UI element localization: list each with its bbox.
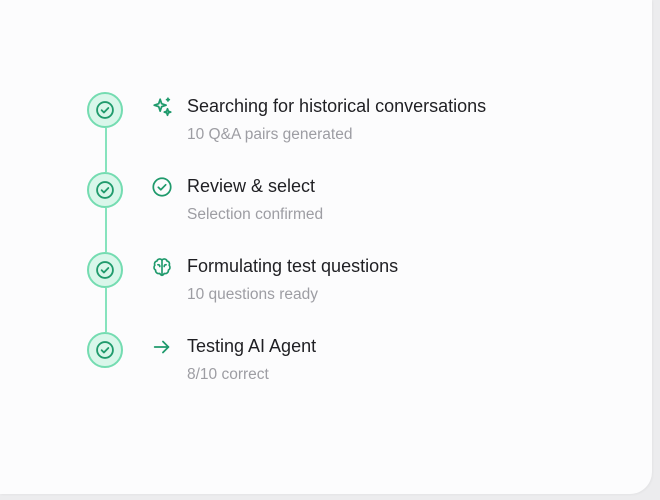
- arrow-right-icon: [150, 335, 174, 359]
- check-circle-icon: [150, 175, 174, 199]
- check-circle-icon: [96, 261, 114, 279]
- step-subtitle: 10 questions ready: [187, 286, 318, 303]
- step-subtitle: 10 Q&A pairs generated: [187, 126, 353, 143]
- step-complete-indicator: [87, 92, 123, 128]
- check-circle-icon: [96, 101, 114, 119]
- check-circle-icon: [96, 341, 114, 359]
- timeline-connector: [105, 128, 107, 172]
- timeline-connector: [105, 208, 107, 252]
- timeline-connector: [105, 288, 107, 332]
- step-complete-indicator: [87, 332, 123, 368]
- step-subtitle: 8/10 correct: [187, 366, 269, 383]
- step-complete-indicator: [87, 252, 123, 288]
- step-title: Review & select: [187, 176, 316, 196]
- step-timeline: Searching for historical conversations 1…: [87, 92, 487, 383]
- progress-card: Searching for historical conversations 1…: [0, 0, 652, 494]
- step-subtitle: Selection confirmed: [187, 206, 324, 223]
- brain-icon: [150, 255, 174, 279]
- step-title: Testing AI Agent: [187, 336, 317, 356]
- sparkles-icon: [150, 95, 174, 119]
- step-complete-indicator: [87, 172, 123, 208]
- check-circle-icon: [96, 181, 114, 199]
- step-title: Formulating test questions: [187, 256, 399, 276]
- step-title: Searching for historical conversations: [187, 96, 487, 116]
